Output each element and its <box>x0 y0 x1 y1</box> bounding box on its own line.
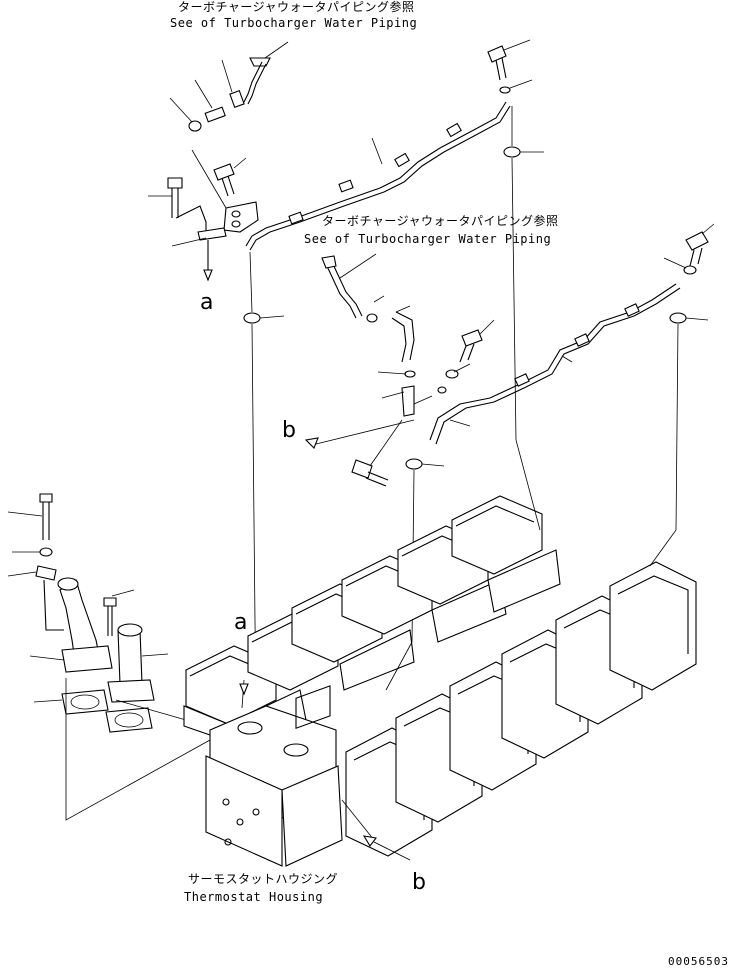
cylinder-head-lower-6 <box>609 561 697 691</box>
thermostat-housing-body <box>205 755 283 867</box>
thermostat-label-jp: サーモスタットハウジング <box>188 872 339 886</box>
water-pipe-middle <box>429 283 677 441</box>
turbo-tube-middle <box>325 263 357 319</box>
clamp-plate-left <box>35 565 57 581</box>
straight-pipe <box>117 629 143 685</box>
gasket-left-2 <box>105 707 153 733</box>
bolt-top-right <box>487 45 507 63</box>
mid-note-jp: ターボチャージャウォータパイピング参照 <box>322 214 559 228</box>
bolt-lower-middle <box>351 459 373 479</box>
turbo-tube-upper <box>243 61 263 103</box>
bolt-upper-left <box>167 177 183 189</box>
middle-pipe-assembly <box>304 223 715 643</box>
bolt-left <box>39 493 53 503</box>
nut-part <box>188 120 202 132</box>
elbow-pipe <box>59 579 99 655</box>
gasket-upper-right <box>503 146 521 158</box>
ref-b-mid: b <box>282 418 296 443</box>
fitting-part <box>229 90 245 108</box>
upper-pipe-assembly <box>148 39 544 721</box>
water-pipe-upper <box>245 101 507 247</box>
ref-a-upper: a <box>200 290 214 315</box>
bolt-middle <box>461 329 483 347</box>
cylinder-heads-lower-row <box>341 439 697 861</box>
nipple-part <box>204 106 226 123</box>
ref-b-lower: b <box>412 870 426 895</box>
top-note-en: See of Turbocharger Water Piping <box>170 16 418 30</box>
drawing-code: 00056503 <box>668 955 729 968</box>
hose-middle <box>391 317 407 363</box>
mid-note-en: See of Turbocharger Water Piping <box>304 232 552 246</box>
left-parts <box>7 493 211 821</box>
clip-middle <box>401 385 415 417</box>
bolt-right <box>685 231 709 251</box>
thermostat-label-en: Thermostat Housing <box>184 890 324 904</box>
top-note-jp: ターボチャージャウォータパイピング参照 <box>178 0 415 14</box>
gasket-left-1 <box>61 689 109 715</box>
cylinder-heads-upper-row <box>183 495 561 745</box>
ref-a-lower: a <box>234 610 248 635</box>
pipe-bracket-upper <box>223 201 259 233</box>
thermostat-housing <box>205 679 343 867</box>
